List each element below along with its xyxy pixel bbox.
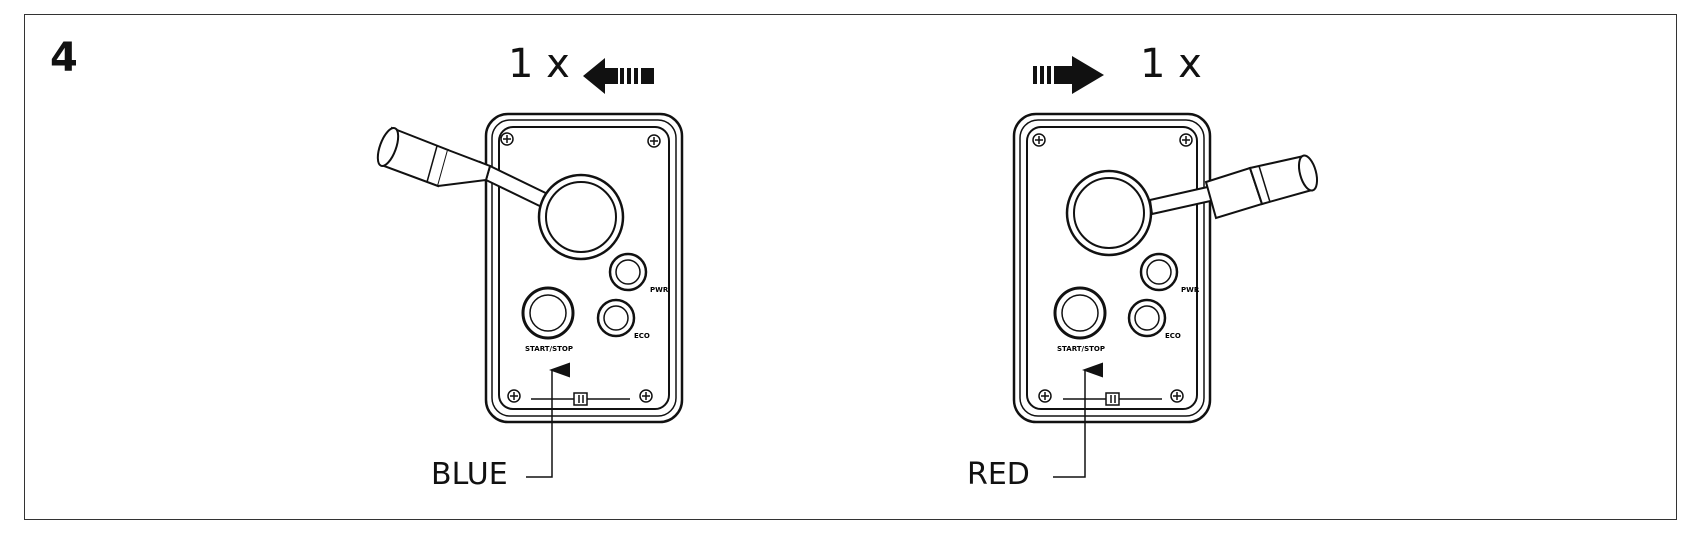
- right-start-stop-label: START/STOP: [1057, 345, 1105, 353]
- left-press-count: 1 x: [508, 41, 570, 87]
- callout-blue: BLUE: [431, 457, 508, 492]
- left-lever-handle: [376, 126, 492, 188]
- left-start-stop-label: START/STOP: [525, 345, 573, 353]
- right-eco-label: ECO: [1165, 332, 1181, 340]
- left-callout-line: [526, 362, 570, 478]
- left-pwr-label: PWR: [650, 286, 669, 294]
- right-joystick-knob: [1065, 169, 1153, 257]
- left-control-panel: [376, 112, 684, 424]
- arrow-right-icon: [1033, 56, 1104, 94]
- figure-frame: [24, 14, 1677, 520]
- right-lever-handle: [1204, 154, 1319, 220]
- step-number: 4: [50, 35, 78, 81]
- callout-red: RED: [967, 457, 1030, 492]
- left-eco-label: ECO: [634, 332, 650, 340]
- right-callout-line: [1053, 362, 1103, 478]
- left-joystick-knob: [537, 173, 625, 261]
- right-control-panel: [1012, 112, 1319, 424]
- right-press-count: 1 x: [1140, 41, 1202, 87]
- right-pwr-label: PWR: [1181, 286, 1200, 294]
- arrow-left-icon: [583, 58, 654, 94]
